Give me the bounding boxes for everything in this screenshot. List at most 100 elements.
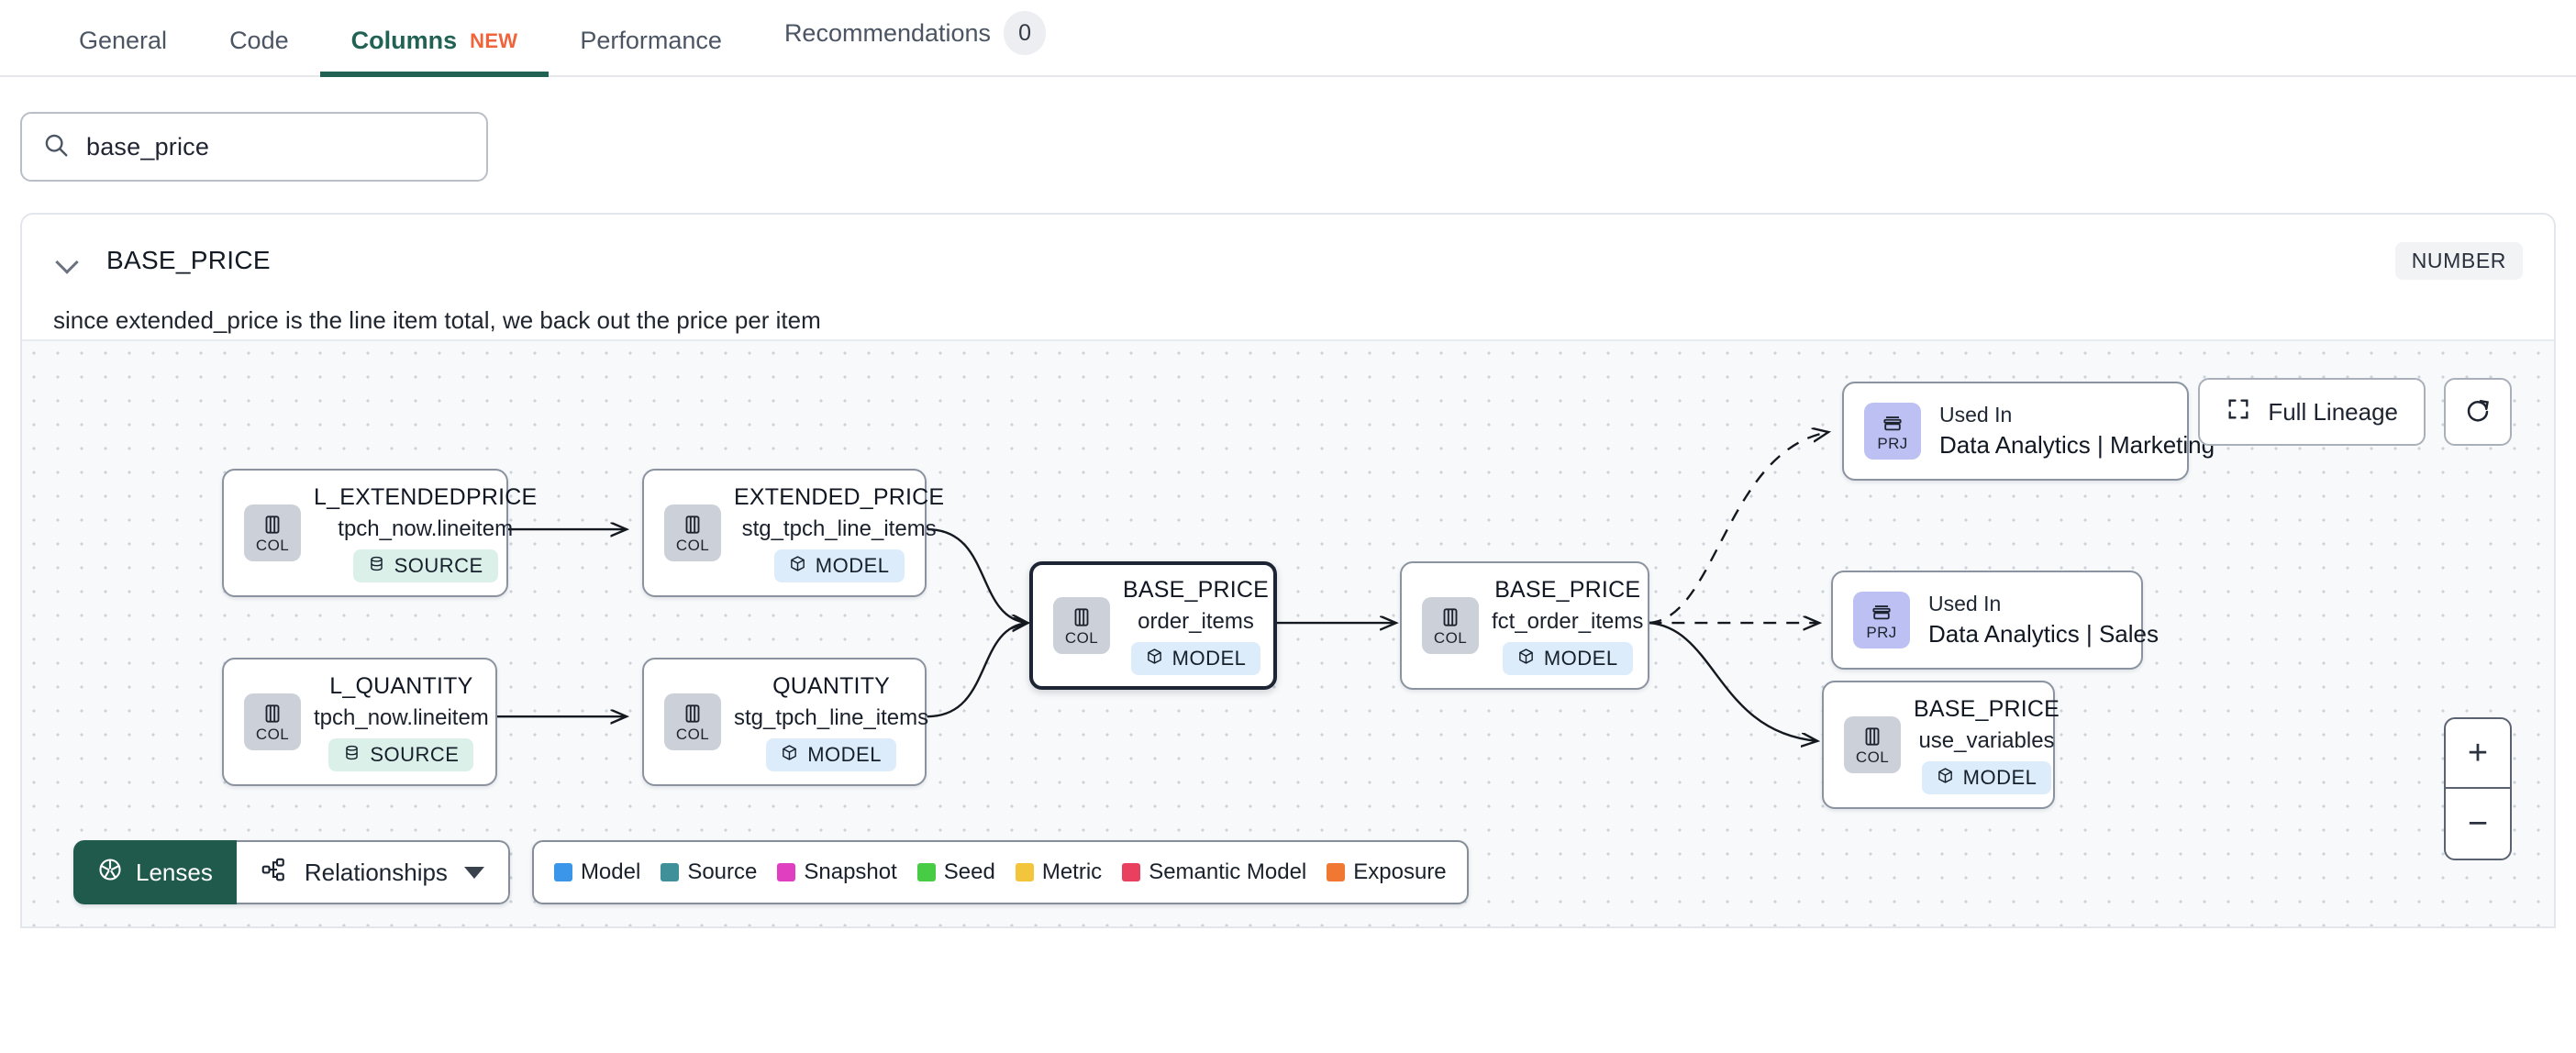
cube-icon: [1146, 647, 1163, 671]
column-header[interactable]: BASE_PRICE NUMBER: [22, 215, 2554, 283]
project-icon: PRJ: [1864, 403, 1921, 460]
column-icon: COL: [1053, 597, 1110, 654]
lineage-node-quantity[interactable]: COL QUANTITY stg_tpch_line_items MODEL: [642, 658, 928, 786]
node-title: BASE_PRICE: [1123, 576, 1270, 603]
tab-columns[interactable]: Columns NEW: [319, 27, 550, 77]
node-project-name: Data Analytics | Marketing: [1939, 431, 2215, 459]
edge-quantity-baseprice: [927, 623, 1028, 718]
legend-swatch: [661, 863, 680, 881]
refresh-button[interactable]: [2444, 378, 2512, 446]
tab-label: Performance: [580, 27, 722, 54]
tab-bar: General Code Columns NEW Performance Rec…: [0, 0, 2576, 77]
column-type-badge: NUMBER: [2394, 241, 2523, 280]
project-icon-label: PRJ: [1877, 435, 1908, 452]
legend-label: Model: [580, 859, 641, 884]
legend-label: Source: [687, 859, 758, 884]
column-icon: COL: [664, 504, 721, 561]
node-type-badge: MODEL: [1130, 641, 1261, 675]
legend-label: Semantic Model: [1149, 859, 1307, 884]
lineage-node-project-marketing[interactable]: PRJ Used In Data Analytics | Marketing: [1842, 382, 2215, 481]
tab-code[interactable]: Code: [198, 27, 320, 75]
column-icon-label: COL: [675, 537, 710, 554]
lineage-node-base-price-order-items[interactable]: COL BASE_PRICE order_items MODEL: [1029, 561, 1277, 690]
legend-item: Source: [661, 859, 757, 885]
node-type-badge: SOURCE: [352, 549, 498, 582]
legend-label: Snapshot: [804, 859, 897, 884]
column-icon-label: COL: [255, 726, 290, 743]
zoom-in-button[interactable]: +: [2446, 719, 2510, 789]
relationships-dropdown[interactable]: Relationships: [236, 840, 510, 904]
column-icon: COL: [664, 693, 721, 750]
legend-item: Semantic Model: [1122, 859, 1306, 885]
legend-swatch: [916, 863, 936, 881]
column-icon-label: COL: [675, 726, 710, 743]
zoom-out-button[interactable]: −: [2467, 804, 2489, 843]
new-badge: NEW: [470, 28, 518, 52]
lineage-node-l-extendedprice[interactable]: COL L_EXTENDEDPRICE tpch_now.lineitem SO…: [222, 469, 537, 597]
expand-icon: [2226, 396, 2251, 428]
cube-icon: [781, 743, 798, 767]
node-badge-label: MODEL: [1543, 646, 1618, 670]
lineage-node-extended-price[interactable]: COL EXTENDED_PRICE stg_tpch_line_items M…: [642, 469, 944, 597]
legend-swatch: [1327, 863, 1346, 881]
node-type-badge: MODEL: [773, 549, 905, 582]
node-used-in-label: Used In: [1928, 592, 2002, 615]
tab-recommendations[interactable]: Recommendations 0: [753, 11, 1077, 75]
relationships-label: Relationships: [304, 858, 448, 886]
node-used-in-label: Used In: [1939, 403, 2013, 427]
legend-swatch: [1122, 863, 1141, 881]
legend-swatch: [777, 863, 796, 881]
legend-item: Seed: [916, 859, 995, 885]
column-description: since extended_price is the line item to…: [53, 306, 821, 334]
column-icon-label: COL: [1064, 629, 1099, 647]
chevron-down-icon[interactable]: [53, 247, 81, 274]
node-title: QUANTITY: [772, 672, 891, 699]
lineage-node-l-quantity[interactable]: COL L_QUANTITY tpch_now.lineitem SOURCE: [222, 658, 497, 786]
legend-item: Model: [553, 859, 641, 885]
lineage-node-base-price-fct-order-items[interactable]: COL BASE_PRICE fct_order_items MODEL: [1400, 561, 1649, 690]
node-title: L_QUANTITY: [329, 672, 473, 699]
search-input[interactable]: base_price: [20, 112, 488, 182]
full-lineage-label: Full Lineage: [2268, 397, 2398, 426]
node-badge-label: SOURCE: [370, 742, 460, 766]
chevron-down-icon: [463, 866, 484, 879]
full-lineage-button[interactable]: Full Lineage: [2198, 378, 2426, 446]
lineage-node-project-sales[interactable]: PRJ Used In Data Analytics | Sales: [1831, 571, 2159, 670]
column-icon: COL: [244, 693, 301, 750]
node-subtitle: tpch_now.lineitem: [338, 515, 514, 541]
recommendations-count-badge: 0: [1004, 11, 1047, 55]
node-badge-label: MODEL: [1962, 765, 2037, 789]
search-value: base_price: [86, 132, 210, 161]
tab-performance[interactable]: Performance: [549, 27, 753, 75]
node-badge-label: MODEL: [1171, 646, 1247, 670]
edge-fct-usevariables: [1649, 621, 1817, 741]
node-title: BASE_PRICE: [1494, 576, 1641, 603]
lineage-legend: Model Source Snapshot Seed Metric Semant…: [531, 840, 1469, 904]
column-panel: BASE_PRICE NUMBER since extended_price i…: [20, 213, 2556, 928]
column-icon: COL: [1844, 716, 1901, 773]
tab-label: Code: [229, 27, 289, 54]
node-project-name: Data Analytics | Sales: [1928, 620, 2159, 648]
tab-label: General: [79, 27, 168, 54]
lenses-button[interactable]: Lenses: [73, 840, 237, 904]
cube-icon: [789, 554, 806, 578]
node-title: EXTENDED_PRICE: [734, 483, 945, 510]
tab-label: Columns: [350, 27, 458, 54]
page-title: BASE_PRICE: [106, 246, 271, 274]
graph-top-controls: Full Lineage: [2198, 378, 2512, 446]
zoom-controls: + −: [2444, 717, 2512, 860]
legend-swatch: [553, 863, 572, 881]
lineage-canvas[interactable]: COL L_EXTENDEDPRICE tpch_now.lineitem SO…: [22, 339, 2554, 926]
node-badge-label: MODEL: [815, 553, 890, 577]
lineage-node-base-price-use-variables[interactable]: COL BASE_PRICE use_variables MODEL: [1822, 681, 2060, 809]
node-subtitle: use_variables: [1918, 727, 2055, 753]
tab-general[interactable]: General: [48, 27, 198, 75]
legend-item: Metric: [1015, 859, 1102, 885]
node-type-badge: MODEL: [1502, 641, 1633, 675]
search-icon: [42, 131, 70, 163]
cube-icon: [1517, 647, 1535, 671]
lenses-group: Lenses Relationships: [73, 840, 510, 904]
node-title: BASE_PRICE: [1914, 695, 2060, 722]
node-type-badge: MODEL: [1921, 760, 2052, 794]
legend-label: Exposure: [1353, 859, 1447, 884]
